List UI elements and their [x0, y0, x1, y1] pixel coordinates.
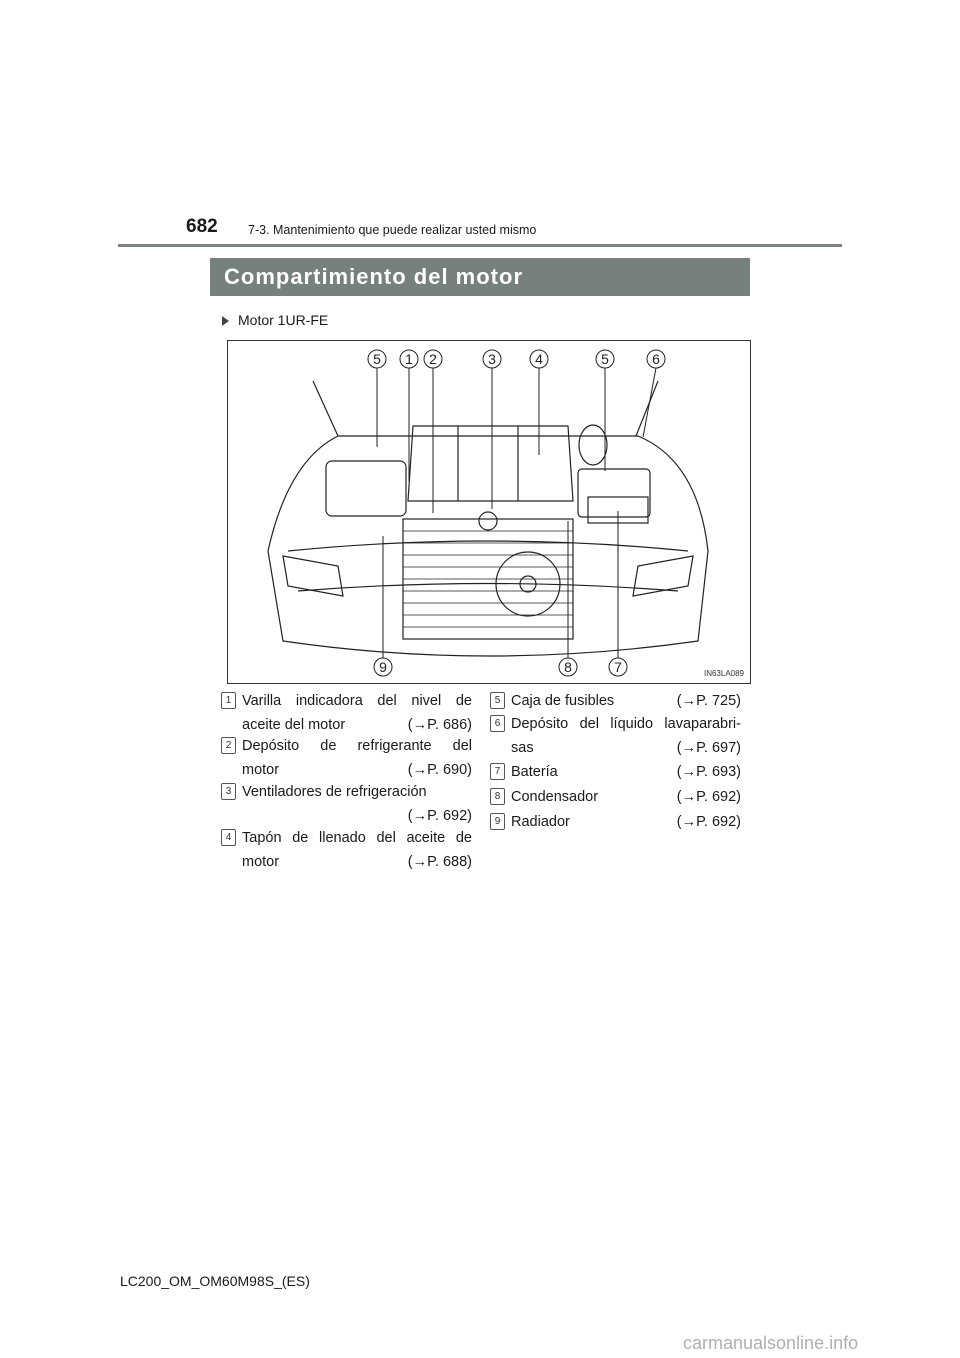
item-number: 4 [221, 829, 236, 846]
item-text-row: Radiador (→P. 692) [511, 810, 741, 834]
item-reference: (→P. 688) [407, 854, 472, 870]
callout-bottom: 9 8 7 [373, 657, 628, 677]
item-number: 6 [490, 715, 505, 732]
vehicle-body-outline [267, 435, 709, 657]
list-item: 8 Condensador (→P. 692) [490, 785, 741, 809]
callout-label: 7 [614, 659, 622, 675]
item-text-line2: aceite del motor [242, 717, 346, 733]
item-number: 1 [221, 692, 236, 709]
item-text-line2: sas [511, 740, 534, 756]
triangle-bullet-icon [222, 316, 229, 327]
callout-label: 3 [488, 351, 496, 367]
item-text: Depósito del líquido lavaparabri- [511, 716, 741, 732]
item-reference: (→P. 693) [676, 764, 741, 780]
air-filter-box [325, 460, 407, 517]
engine-illustration: 5 1 2 3 4 5 6 9 8 7 [267, 349, 709, 677]
item-text-row: Caja de fusibles (→P. 725) [511, 689, 741, 713]
item-text-cont: sas (→P. 697) [511, 736, 741, 760]
hood-strut-left [312, 380, 339, 437]
page-number: 682 [186, 216, 218, 237]
washer-tank-shape [578, 424, 608, 466]
callout-label: 5 [373, 351, 381, 367]
headlight-right [632, 555, 694, 597]
engine-variant: Motor 1UR-FE [222, 312, 328, 328]
item-reference: (→P. 692) [676, 789, 741, 805]
item-text-cont: motor (→P. 688) [242, 850, 472, 874]
headlight-left [282, 555, 344, 597]
list-item: 9 Radiador (→P. 692) [490, 810, 741, 834]
section-title: 7-3. Mantenimiento que puede realizar us… [248, 223, 537, 237]
engine-block [407, 425, 574, 502]
figure-code: IN63LA089 [703, 669, 744, 678]
list-item: 2 Depósito de refrigerante del motor (→P.… [221, 734, 472, 782]
item-text-row: Condensador (→P. 692) [511, 785, 741, 809]
callout-label: 1 [405, 351, 413, 367]
engine-compartment-figure: 5 1 2 3 4 5 6 9 8 7 IN63LA089 [227, 340, 751, 684]
callout-top: 5 1 2 3 4 5 6 [367, 349, 666, 369]
item-text-cont: motor (→P. 690) [242, 758, 472, 782]
item-text: Tapón de llenado del aceite de [242, 830, 472, 846]
item-text: Ventiladores de refrigeración [242, 784, 427, 800]
list-item: 5 Caja de fusibles (→P. 725) [490, 689, 741, 713]
item-text: Batería [511, 764, 558, 780]
item-number: 8 [490, 788, 505, 805]
item-number: 9 [490, 813, 505, 830]
list-item: 1 Varilla indicadora del nivel de aceite… [221, 689, 472, 737]
list-item: 4 Tapón de llenado del aceite de motor (→… [221, 826, 472, 874]
item-number: 3 [221, 783, 236, 800]
fuse-box-shape [577, 468, 651, 518]
list-item: 3 Ventiladores de refrigeración (→P. 692… [221, 780, 472, 828]
callout-label: 6 [652, 351, 660, 367]
cooling-fan-shape [495, 551, 561, 617]
item-text-cont: (→P. 692) [242, 804, 472, 828]
item-number: 7 [490, 763, 505, 780]
item-reference: (→P. 686) [407, 717, 472, 733]
coolant-cap-shape [478, 511, 498, 531]
callout-label: 5 [601, 351, 609, 367]
item-text-line2: motor [242, 854, 280, 870]
item-reference: (→P. 725) [676, 693, 741, 709]
item-text-cont: aceite del motor (→P. 686) [242, 713, 472, 737]
item-text: Varilla indicadora del nivel de [242, 693, 472, 709]
item-reference: (→P. 692) [676, 814, 741, 830]
item-number: 2 [221, 737, 236, 754]
callout-label: 4 [535, 351, 543, 367]
item-reference: (→P. 697) [676, 740, 741, 756]
callout-label: 9 [379, 659, 387, 675]
hood-strut-right [635, 380, 659, 437]
list-item: 7 Batería (→P. 693) [490, 760, 741, 784]
watermark: carmanualsonline.info [683, 1333, 859, 1353]
item-text-row: Batería (→P. 693) [511, 760, 741, 784]
item-text: Radiador [511, 814, 570, 830]
item-reference: (→P. 690) [407, 762, 472, 778]
header-divider [118, 244, 842, 247]
engine-variant-label: Motor 1UR-FE [238, 312, 329, 328]
item-number: 5 [490, 692, 505, 709]
item-reference: (→P. 692) [407, 808, 472, 824]
document-code: LC200_OM_OM60M98S_(ES) [120, 1273, 310, 1289]
item-text: Caja de fusibles [511, 693, 615, 709]
page-title: Compartimiento del motor [210, 258, 750, 296]
list-item: 6 Depósito del líquido lavaparabri- sas (… [490, 712, 741, 760]
item-text: Depósito de refrigerante del [242, 738, 472, 754]
callout-label: 8 [564, 659, 572, 675]
item-text: Condensador [511, 789, 599, 805]
callout-label: 2 [429, 351, 437, 367]
item-text-line2: motor [242, 762, 280, 778]
